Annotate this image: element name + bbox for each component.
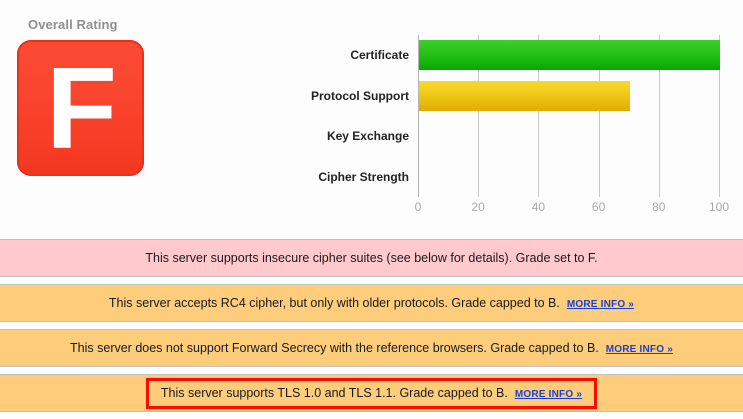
message-banner: This server does not support Forward Sec… bbox=[0, 329, 743, 367]
message-list: This server supports insecure cipher sui… bbox=[0, 239, 743, 419]
chart-bar bbox=[419, 80, 630, 111]
chart-category-label: Key Exchange bbox=[326, 129, 409, 144]
chart-gridline bbox=[719, 35, 720, 197]
chart-gridline bbox=[598, 35, 600, 197]
message-content: This server does not support Forward Sec… bbox=[60, 341, 683, 355]
message-content: This server supports TLS 1.0 and TLS 1.1… bbox=[145, 377, 598, 409]
message-content: This server supports insecure cipher sui… bbox=[135, 251, 607, 265]
chart-x-tick-label: 40 bbox=[531, 200, 546, 214]
more-info-link[interactable]: MORE INFO » bbox=[514, 388, 583, 400]
overall-rating-label: Overall Rating bbox=[28, 17, 118, 32]
chart-x-tick-label: 100 bbox=[708, 200, 730, 214]
message-text: This server supports TLS 1.0 and TLS 1.1… bbox=[160, 385, 508, 400]
chart-category-label: Cipher Strength bbox=[318, 169, 409, 184]
message-banner: This server supports TLS 1.0 and TLS 1.1… bbox=[0, 374, 743, 412]
chart-bar bbox=[419, 40, 720, 71]
chart-y-axis bbox=[418, 35, 419, 197]
chart-gridline bbox=[538, 35, 540, 197]
chart-category-label: Certificate bbox=[350, 48, 409, 63]
message-content: This server accepts RC4 cipher, but only… bbox=[99, 296, 644, 310]
more-info-link[interactable]: MORE INFO » bbox=[605, 344, 673, 355]
chart-x-tick-label: 0 bbox=[414, 200, 422, 214]
chart-x-tick-label: 20 bbox=[471, 200, 485, 214]
message-text: This server does not support Forward Sec… bbox=[70, 341, 599, 355]
message-text: This server accepts RC4 cipher, but only… bbox=[108, 296, 560, 310]
chart-gridline bbox=[658, 35, 660, 197]
overall-grade-badge: F bbox=[17, 40, 144, 176]
rating-summary-panel: Overall Rating F 0 20 40 60 80 100 Certificat… bbox=[17, 0, 743, 239]
chart-category-label: Protocol Support bbox=[311, 88, 409, 103]
chart-x-tick-label: 80 bbox=[652, 200, 666, 214]
more-info-link[interactable]: MORE INFO » bbox=[566, 299, 635, 310]
message-banner: This server supports insecure cipher sui… bbox=[0, 239, 743, 277]
grade-letter: F bbox=[46, 43, 117, 173]
chart-x-tick-label: 60 bbox=[591, 200, 606, 214]
message-banner: This server accepts RC4 cipher, but only… bbox=[0, 284, 743, 322]
chart-gridline bbox=[478, 35, 480, 197]
message-text: This server supports insecure cipher sui… bbox=[145, 251, 598, 265]
